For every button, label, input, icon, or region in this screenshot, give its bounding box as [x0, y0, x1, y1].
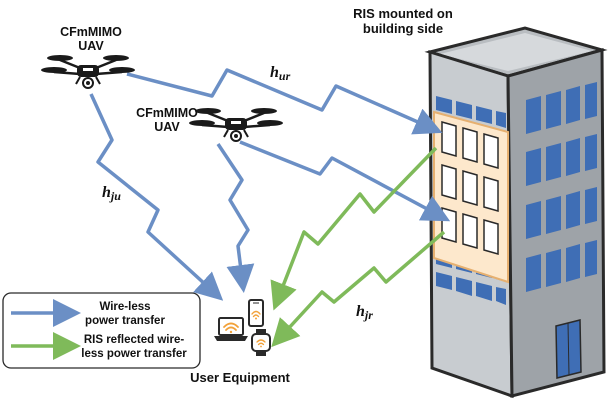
arrow-uav1-to-ue — [89, 93, 224, 301]
h-ju-label: hju — [102, 184, 121, 203]
building — [424, 26, 608, 399]
arrow-ris-to-ue-1 — [270, 146, 438, 311]
arrow-uav2-to-ris — [239, 140, 451, 222]
arrow-uav1-to-ris — [126, 68, 443, 135]
uav1-label-line2: UAV — [78, 39, 104, 53]
uav2-label-line1: CFmMIMO — [136, 106, 198, 120]
ris-arrows — [270, 146, 446, 348]
user-equipment-devices — [214, 299, 271, 356]
wpt-arrows — [89, 68, 451, 301]
user-equipment-label: User Equipment — [190, 370, 290, 385]
legend-item2-line2: less power transfer — [81, 348, 187, 360]
drone-icon — [41, 55, 135, 89]
arrow-uav2-to-ue — [216, 143, 255, 293]
legend-item1-line1: Wire-less — [99, 301, 150, 313]
laptop-icon — [214, 317, 248, 341]
building-label-line1: RIS mounted on — [353, 6, 453, 21]
legend-item1-line2: power transfer — [85, 315, 165, 327]
door-icon — [555, 319, 582, 379]
wifi-icon — [223, 322, 239, 334]
ris-panel — [433, 110, 509, 284]
phone-icon — [248, 299, 264, 327]
side-windows — [526, 82, 597, 292]
h-ur-label: hur — [270, 64, 291, 83]
drone-icon — [189, 108, 283, 142]
legend-item2-line1: RIS reflected wire- — [84, 334, 185, 346]
arrow-ris-to-ue-2 — [271, 230, 446, 348]
building-label-line2: building side — [363, 21, 443, 36]
uav1-label-line1: CFmMIMO — [60, 25, 122, 39]
uav2-label-line2: UAV — [154, 120, 180, 134]
ris-elements — [441, 121, 499, 255]
legend: Wire-less power transfer RIS reflected w… — [2, 292, 201, 369]
smartwatch-icon — [251, 329, 271, 356]
h-jr-label: hjr — [356, 303, 373, 322]
